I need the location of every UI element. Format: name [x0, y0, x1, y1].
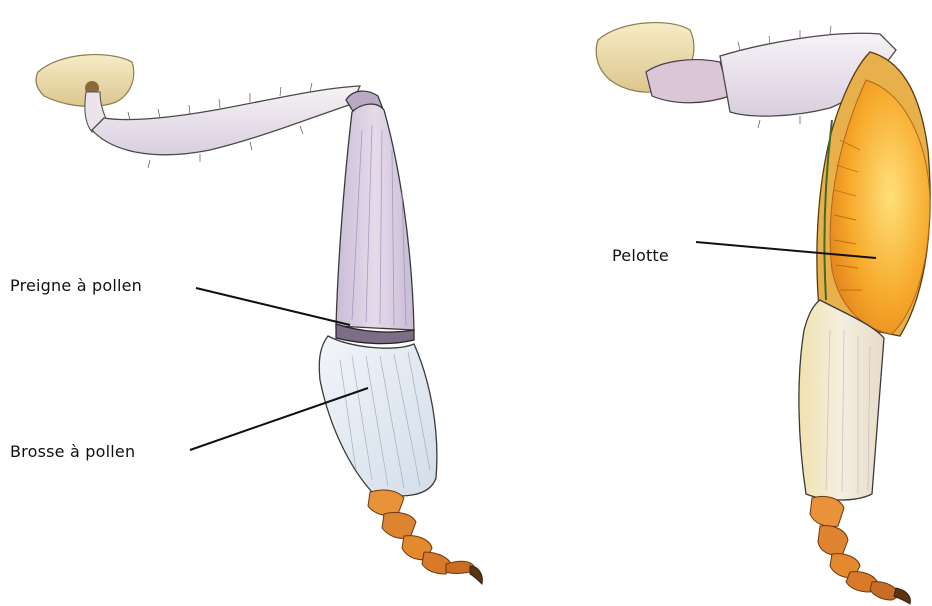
left-tibia — [336, 104, 414, 330]
label-pollen-comb: Preigne à pollen — [10, 276, 142, 295]
left-leg — [36, 55, 482, 584]
left-tarsus — [368, 490, 482, 584]
left-femur — [92, 86, 360, 155]
left-pollen-brush — [319, 336, 437, 496]
leader-line-peigne — [196, 288, 350, 325]
right-trochanter — [646, 60, 730, 103]
right-tarsus — [810, 496, 910, 604]
right-leg — [596, 23, 930, 604]
label-pollen-load: Pelotte — [612, 246, 669, 265]
label-pollen-brush: Brosse à pollen — [10, 442, 135, 461]
right-basitarsus — [799, 300, 884, 500]
